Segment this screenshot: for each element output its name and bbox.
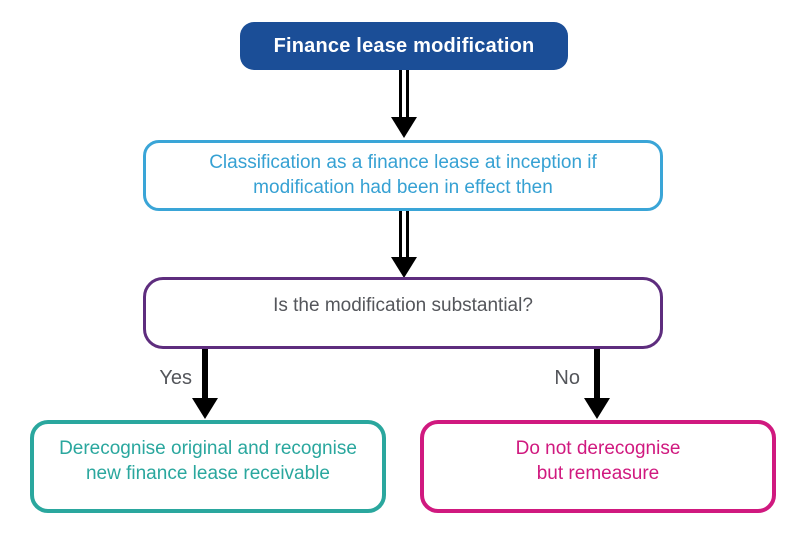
no-arrow-shaft-icon xyxy=(594,349,600,399)
classification-node: Classification as a finance lease at inc… xyxy=(143,140,663,211)
no-arrow-head-icon xyxy=(584,398,610,419)
down-arrow-shaft-icon xyxy=(399,211,409,257)
yes-branch-label: Yes xyxy=(159,367,192,389)
yes-arrow-shaft-icon xyxy=(202,349,208,399)
question-node: Is the modification substantial? xyxy=(143,277,663,349)
down-arrow-head-icon xyxy=(391,117,417,138)
yes-arrow-head-icon xyxy=(192,398,218,419)
down-arrow-head-icon xyxy=(391,257,417,278)
start-node: Finance lease modification xyxy=(240,22,568,70)
no-branch-label: No xyxy=(554,367,580,389)
no-outcome-node: Do not derecognise but remeasure xyxy=(420,420,776,513)
yes-outcome-node: Derecognise original and recognise new f… xyxy=(30,420,386,513)
down-arrow-shaft-icon xyxy=(399,70,409,117)
